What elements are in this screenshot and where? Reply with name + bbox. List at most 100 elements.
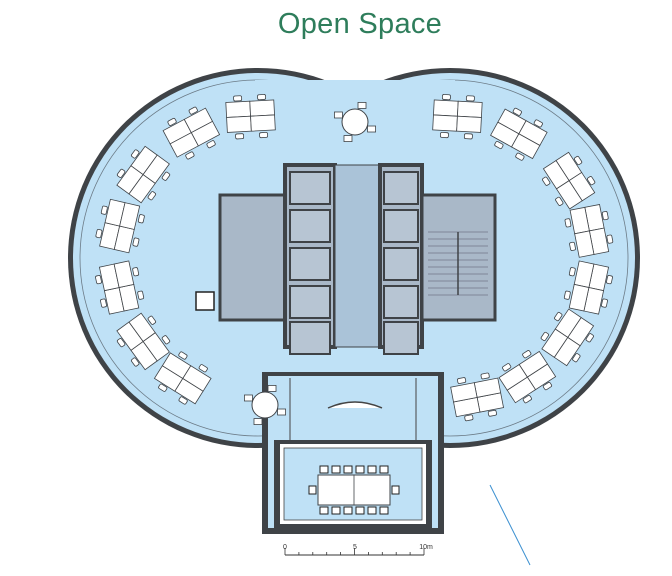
chair — [319, 465, 329, 474]
chair — [563, 290, 571, 300]
chair — [331, 506, 341, 515]
square-table — [195, 291, 215, 311]
table — [251, 391, 279, 419]
desk — [128, 312, 156, 343]
desk — [432, 114, 458, 132]
chair — [259, 132, 269, 139]
chair — [116, 338, 126, 348]
chair — [158, 383, 168, 392]
chair — [355, 465, 365, 474]
chair — [379, 506, 389, 515]
desk — [541, 328, 569, 358]
chair — [235, 133, 245, 140]
building-core — [218, 163, 497, 355]
desk — [450, 382, 478, 403]
desk-cluster — [116, 145, 171, 204]
round-meeting-table — [244, 385, 286, 425]
scale-label-5: 5 — [353, 544, 357, 551]
elevator-shaft — [383, 209, 419, 243]
desk-cluster — [490, 107, 548, 161]
chair — [487, 409, 497, 417]
chair — [585, 333, 594, 343]
chair — [233, 95, 243, 102]
chair — [331, 465, 341, 474]
chair — [147, 315, 157, 325]
chair — [555, 196, 564, 206]
desk-cluster — [540, 308, 595, 367]
chair — [100, 298, 107, 308]
chair — [522, 350, 532, 359]
chair — [568, 267, 576, 277]
table — [341, 108, 369, 136]
chair — [439, 132, 449, 139]
chair — [116, 168, 126, 178]
chair — [502, 363, 512, 372]
chair — [515, 152, 525, 161]
desk — [249, 99, 275, 117]
scale-label-0: 0 — [283, 544, 287, 551]
chair — [167, 117, 177, 126]
chair — [185, 151, 195, 160]
chair — [277, 408, 286, 416]
chair — [253, 418, 263, 425]
desk-cluster — [95, 198, 145, 254]
chair — [319, 506, 329, 515]
desk — [555, 180, 583, 210]
desk-cluster — [225, 94, 276, 140]
desk — [113, 260, 135, 288]
scale-label-10m: 10m — [419, 544, 433, 551]
chair — [137, 214, 145, 224]
chair — [542, 176, 551, 186]
chair — [367, 465, 377, 474]
desk-cluster — [564, 204, 614, 258]
chair — [463, 133, 473, 140]
chair — [267, 385, 277, 392]
chair — [542, 381, 553, 391]
chair — [95, 275, 102, 285]
chair — [573, 155, 583, 166]
elevator-shaft — [289, 171, 331, 205]
desk-cluster — [153, 351, 212, 405]
chair — [343, 506, 353, 515]
elevator-shaft — [289, 321, 331, 355]
elevator-shaft — [383, 171, 419, 205]
desk — [574, 230, 595, 258]
conference-table — [308, 465, 400, 515]
chair — [161, 171, 171, 181]
chair — [198, 364, 208, 373]
round-meeting-table — [334, 102, 376, 142]
chair — [178, 396, 188, 405]
chair — [147, 191, 157, 201]
desk — [568, 283, 590, 312]
desk-cluster — [162, 106, 221, 160]
scale-bar: 0 5 10m — [283, 544, 433, 556]
desk — [190, 120, 221, 147]
elevator-shaft — [289, 285, 331, 319]
chair — [606, 275, 613, 285]
chair — [533, 119, 543, 128]
chair — [367, 506, 377, 515]
chair — [572, 353, 581, 363]
chair — [131, 357, 140, 367]
chair — [522, 395, 532, 404]
chair — [601, 211, 609, 221]
chair — [512, 107, 522, 116]
desk — [119, 202, 141, 230]
chair — [540, 331, 549, 341]
desk-cluster — [450, 372, 504, 422]
chair — [379, 465, 389, 474]
desk — [456, 115, 482, 133]
chair — [457, 377, 467, 384]
chair — [343, 135, 353, 142]
elevator-shaft — [289, 209, 331, 243]
desk — [226, 115, 252, 133]
chair — [494, 141, 504, 150]
desk — [433, 99, 459, 117]
chair — [441, 94, 451, 101]
chair — [132, 267, 140, 277]
chair — [308, 485, 317, 495]
chair — [391, 485, 400, 495]
chair — [132, 237, 140, 247]
desk — [142, 154, 170, 184]
